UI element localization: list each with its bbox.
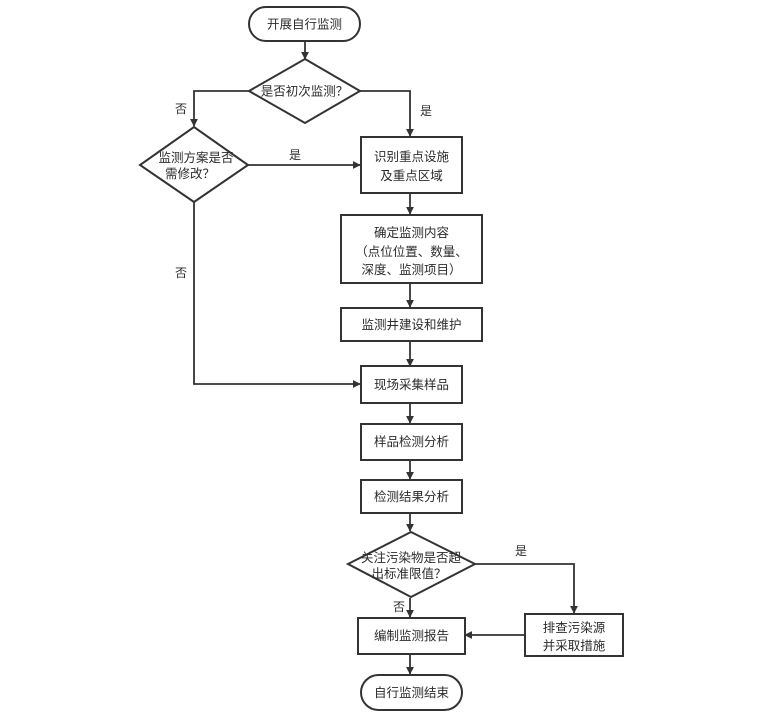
- edge-label-first-no: 否: [175, 102, 187, 116]
- edge-labels: 是 否 是 否 是 否: [175, 102, 527, 614]
- node-content: 确定监测内容 （点位位置、数量、 深度、监测项目）: [340, 214, 483, 284]
- node-results: 检测结果分析: [360, 479, 463, 514]
- node-testing-label: 样品检测分析: [374, 434, 449, 449]
- node-report-label: 编制监测报告: [374, 628, 449, 643]
- node-end-label: 自行监测结束: [374, 685, 450, 700]
- edge-label-exceed-no: 否: [393, 600, 405, 614]
- node-content-line-2: （点位位置、数量、: [355, 244, 468, 259]
- node-report: 编制监测报告: [357, 617, 466, 655]
- edge-label-modify-yes: 是: [289, 148, 301, 162]
- node-sampling-label: 现场采集样品: [374, 377, 449, 392]
- node-well: 监测井建设和维护: [340, 307, 483, 342]
- node-identify: 识别重点设施 及重点区域: [360, 136, 463, 194]
- edge-modify-no: [193, 202, 361, 388]
- node-investigate-line-2: 并采取措施: [543, 638, 606, 653]
- edges: [190, 41, 578, 675]
- node-content-line-1: 确定监测内容: [374, 225, 449, 240]
- edge-exceed-yes: [475, 563, 578, 614]
- node-exceed-line-2: 出标准限值？: [371, 566, 446, 581]
- edge-first-time-no: [190, 90, 249, 127]
- node-start-label: 开展自行监测: [267, 17, 342, 32]
- node-need-modify: 监测方案是否 需修改？: [138, 125, 250, 204]
- node-well-label: 监测井建设和维护: [361, 317, 461, 332]
- node-results-label: 检测结果分析: [374, 489, 449, 504]
- node-sampling: 现场采集样品: [360, 365, 463, 404]
- node-investigate-line-1: 排查污染源: [543, 620, 606, 635]
- node-exceed: 关注污染物是否超 出标准限值？: [345, 530, 478, 599]
- node-identify-line-2: 及重点区域: [380, 168, 443, 183]
- node-start: 开展自行监测: [248, 6, 361, 42]
- node-need-modify-line-1: 监测方案是否: [158, 150, 233, 165]
- node-need-modify-line-2: 需修改？: [165, 166, 215, 181]
- node-identify-line-1: 识别重点设施: [374, 149, 450, 164]
- node-first-time-label: 是否初次监测？: [261, 84, 349, 99]
- node-end: 自行监测结束: [360, 674, 463, 711]
- edge-label-modify-no: 否: [175, 266, 187, 280]
- edge-label-first-yes: 是: [420, 104, 432, 118]
- node-testing: 样品检测分析: [360, 423, 463, 461]
- edge-label-exceed-yes: 是: [515, 544, 527, 558]
- node-content-line-3: 深度、监测项目）: [361, 262, 461, 277]
- node-investigate: 排查污染源 并采取措施: [524, 613, 624, 657]
- node-first-time: 是否初次监测？: [246, 57, 362, 125]
- edge-first-time-yes: [360, 90, 414, 137]
- node-exceed-line-1: 关注污染物是否超: [361, 550, 462, 565]
